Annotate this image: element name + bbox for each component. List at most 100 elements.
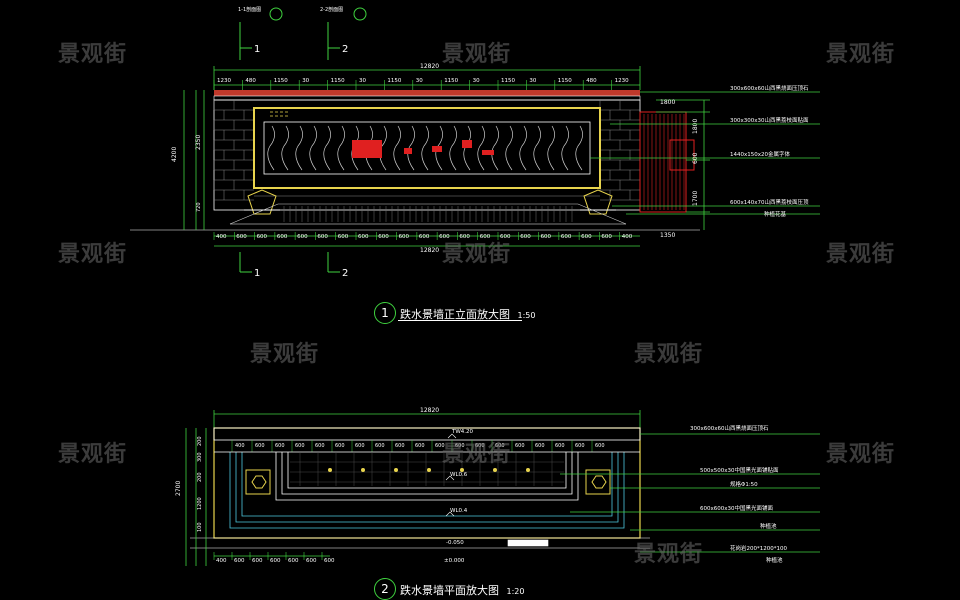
elevation-drawing: 1 2 1-1剖面图 2-2剖面图 12820 1230 480 1150 30 115… xyxy=(130,6,820,279)
coping-stone xyxy=(214,90,640,96)
cut-ref-2: 2-2剖面图 xyxy=(320,6,343,13)
plan-bottom-dim-label: 600 xyxy=(252,558,263,564)
top-dim-label: 30 xyxy=(302,78,309,84)
cut-mark-1-bottom: 1 xyxy=(254,268,260,279)
top-dim-label: 30 xyxy=(359,78,366,84)
elev-callout-2: 1440x150x20金属字体 xyxy=(730,150,791,158)
water-stroke xyxy=(323,125,331,171)
coping-band xyxy=(213,95,641,101)
water-stroke xyxy=(575,125,583,171)
level-wl-2: WL0.4 xyxy=(450,508,468,514)
elev-height-panel: 2350 xyxy=(195,135,202,150)
paving-grid xyxy=(290,452,564,486)
bottom-dim-label: 600 xyxy=(399,234,410,240)
water-stroke xyxy=(449,125,457,171)
bottom-dim-label: 600 xyxy=(257,234,268,240)
section1-title: 跌水景墙正立面放大图 1:50 xyxy=(400,306,535,322)
section2-title-text: 跌水景墙平面放大图 xyxy=(400,584,499,597)
ground-step xyxy=(130,203,700,231)
bottom-dim-label: 600 xyxy=(601,234,612,240)
bottom-dim-label: 600 xyxy=(500,234,511,240)
bottom-dim-label: 600 xyxy=(439,234,450,240)
step-hatch xyxy=(283,206,573,222)
elev-right-dim-4: 1350 xyxy=(660,232,675,239)
plan-planter-right xyxy=(585,469,611,495)
bottom-dim-label: 600 xyxy=(358,234,369,240)
water-stroke xyxy=(393,125,401,171)
nozzle xyxy=(460,468,464,472)
top-dim-label: 1150 xyxy=(558,78,572,84)
side-section xyxy=(639,111,695,213)
water-stroke xyxy=(309,125,317,171)
plan-top-dim-label: 600 xyxy=(255,443,265,449)
top-dim-label: 30 xyxy=(416,78,423,84)
plan-depth: 2700 xyxy=(175,481,182,496)
watermark: 景观街 xyxy=(442,442,512,467)
top-dim-label: 480 xyxy=(245,78,256,84)
water-stroke xyxy=(421,125,429,171)
plan-top-dim-label: 600 xyxy=(495,443,505,449)
top-dim-label: 30 xyxy=(473,78,480,84)
left-dimension xyxy=(183,90,205,230)
plan-left-dimension xyxy=(185,428,207,566)
plan-depth-2: 300 xyxy=(197,452,203,462)
plan-top-dim-label: 600 xyxy=(455,443,465,449)
elev-callout-3: 600x140x70山西黑荔枝面压顶 xyxy=(730,198,809,206)
level-tw: TW4.20 xyxy=(451,429,474,435)
plan-top-dim-label: 600 xyxy=(555,443,565,449)
section1-number: 1 xyxy=(374,302,396,324)
plan-callout-2: 规格Φ1:50 xyxy=(730,480,758,488)
watermark: 景观街 xyxy=(442,242,512,267)
bottom-dim-label: 600 xyxy=(459,234,470,240)
nozzle xyxy=(526,468,530,472)
cut-mark-2-bottom: 2 xyxy=(342,268,348,279)
elev-right-dim-3: 1700 xyxy=(692,191,699,206)
elev-total-bottom: 12820 xyxy=(420,247,439,254)
watermark: 景观街 xyxy=(634,542,704,567)
plan-top-dim-label: 600 xyxy=(335,443,345,449)
plan-depth-1: 200 xyxy=(197,436,203,446)
plan-top-dim-label: 600 xyxy=(275,443,285,449)
plan-callout-5: 花岗岩200*1200*100 xyxy=(730,544,787,552)
top-dim-label: 1230 xyxy=(217,78,231,84)
elev-callout-1: 300x300x30山西黑荔枝面贴面 xyxy=(730,116,809,124)
section1-title-text: 跌水景墙正立面放大图 xyxy=(400,308,510,321)
top-dim-label: 1150 xyxy=(331,78,345,84)
cut-ref-1: 1-1剖面图 xyxy=(238,6,261,13)
bottom-dim-label: 600 xyxy=(520,234,531,240)
plan-planter-left xyxy=(245,469,271,495)
planter-left xyxy=(244,189,280,215)
bottom-dim-label: 600 xyxy=(338,234,349,240)
watermark: 景观街 xyxy=(250,342,320,367)
plan-top-dim-label: 400 xyxy=(235,443,245,449)
nozzle xyxy=(361,468,365,472)
watermark: 景观街 xyxy=(58,242,128,267)
watermark: 景观街 xyxy=(58,42,128,67)
water-panel-frame xyxy=(253,107,601,189)
panel-dims xyxy=(270,111,290,117)
top-dim-label: 1150 xyxy=(387,78,401,84)
plan-top-dim-label: 600 xyxy=(295,443,305,449)
plan-depth-5: 100 xyxy=(197,522,203,532)
plan-callout-0: 300x600x60山西黑烧面压顶石 xyxy=(690,424,769,432)
plan-top-dim-label: 600 xyxy=(435,443,445,449)
cut-mark-1-top: 1 xyxy=(254,44,260,55)
elev-height: 4200 xyxy=(171,147,178,162)
plan-bottom-dim-label: 600 xyxy=(288,558,299,564)
bottom-dim-label: 400 xyxy=(216,234,227,240)
plan-callout-3: 600x600x30中国黑光面铺面 xyxy=(700,504,774,512)
bottom-dim-label: 400 xyxy=(622,234,633,240)
water-stroke xyxy=(295,125,303,171)
plan-top-dim-label: 600 xyxy=(475,443,485,449)
plan-top-dim-label: 600 xyxy=(355,443,365,449)
level-ground: ±0.000 xyxy=(444,558,465,564)
bottom-dim-label: 600 xyxy=(236,234,247,240)
fountain-nozzles xyxy=(328,468,530,472)
water-stroke xyxy=(267,125,275,171)
nozzle xyxy=(328,468,332,472)
level-markers xyxy=(445,433,457,517)
